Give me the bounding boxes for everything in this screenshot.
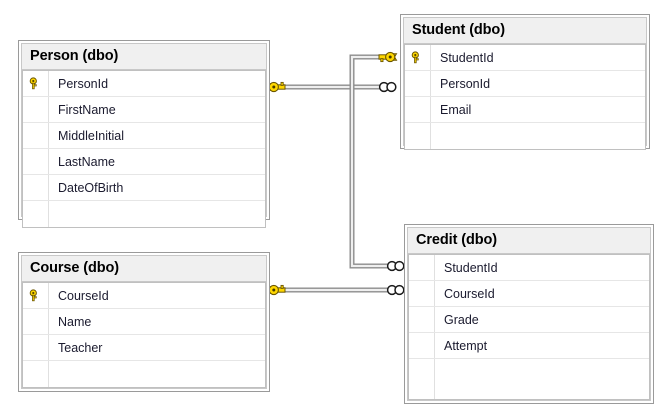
row-gutter <box>23 283 49 308</box>
row-gutter <box>409 281 435 306</box>
row-gutter <box>409 359 435 399</box>
row-gutter <box>23 201 49 227</box>
row-gutter <box>23 97 49 122</box>
column-name: PersonId <box>440 76 491 91</box>
column-name: Email <box>440 102 472 117</box>
entity-header-credit: Credit (dbo) <box>408 228 650 254</box>
row-gutter <box>23 361 49 387</box>
infinity-icon-course-credit <box>386 284 405 296</box>
entity-header-student: Student (dbo) <box>404 18 646 44</box>
entity-columns-course: CourseId Name Teacher <box>22 282 266 388</box>
column-name: DateOfBirth <box>58 180 124 195</box>
entity-header-course: Course (dbo) <box>22 256 266 282</box>
entity-header-person: Person (dbo) <box>22 44 266 70</box>
table-row[interactable]: CourseId <box>409 281 649 307</box>
row-gutter <box>405 97 431 122</box>
row-gutter <box>23 335 49 360</box>
entity-table-student[interactable]: Student (dbo) StudentId Per <box>400 14 650 150</box>
empty-row[interactable] <box>23 361 265 387</box>
entity-inner: Person (dbo) PersonId First <box>21 43 267 228</box>
table-row[interactable]: CourseId <box>23 283 265 309</box>
table-row[interactable]: FirstName <box>23 97 265 123</box>
row-gutter <box>405 45 431 70</box>
key-icon <box>411 51 419 64</box>
column-name: Name <box>58 314 92 329</box>
column-name: StudentId <box>444 260 498 275</box>
table-row[interactable]: DateOfBirth <box>23 175 265 201</box>
entity-table-course[interactable]: Course (dbo) CourseId Name <box>18 252 270 392</box>
column-name: Attempt <box>444 338 488 353</box>
entity-table-person[interactable]: Person (dbo) PersonId First <box>18 40 270 228</box>
row-gutter <box>23 175 49 200</box>
key-icon-person-student <box>266 81 286 93</box>
row-gutter <box>23 123 49 148</box>
entity-columns-student: StudentId PersonId Email <box>404 44 646 150</box>
row-gutter <box>409 255 435 280</box>
column-name: MiddleInitial <box>58 128 125 143</box>
key-icon <box>29 289 37 302</box>
column-name: CourseId <box>58 288 109 303</box>
row-gutter <box>405 123 431 149</box>
column-name: Grade <box>444 312 479 327</box>
entity-columns-person: PersonId FirstName MiddleInitial LastNam… <box>22 70 266 228</box>
empty-row[interactable] <box>409 359 649 399</box>
table-row[interactable]: Attempt <box>409 333 649 359</box>
table-row[interactable]: StudentId <box>409 255 649 281</box>
row-gutter <box>409 307 435 332</box>
column-name: LastName <box>58 154 115 169</box>
empty-row[interactable] <box>405 123 645 149</box>
column-name: StudentId <box>440 50 494 65</box>
key-icon-student-credit <box>378 51 398 63</box>
column-name: Teacher <box>58 340 103 355</box>
entity-table-credit[interactable]: Credit (dbo) StudentId CourseId Grade At… <box>404 224 654 404</box>
table-row[interactable]: PersonId <box>405 71 645 97</box>
row-gutter <box>23 71 49 96</box>
relationship-course-credit[interactable] <box>266 284 405 296</box>
row-gutter <box>409 333 435 358</box>
empty-row[interactable] <box>23 201 265 227</box>
infinity-icon-student-credit <box>386 260 405 272</box>
table-row[interactable]: LastName <box>23 149 265 175</box>
column-name: PersonId <box>58 76 109 91</box>
table-row[interactable]: Grade <box>409 307 649 333</box>
entity-inner: Course (dbo) CourseId Name <box>21 255 267 389</box>
row-gutter <box>23 309 49 334</box>
table-row[interactable]: StudentId <box>405 45 645 71</box>
column-name: CourseId <box>444 286 495 301</box>
row-gutter <box>405 71 431 96</box>
relationship-person-student[interactable] <box>266 81 397 93</box>
table-row[interactable]: Name <box>23 309 265 335</box>
row-gutter <box>23 149 49 174</box>
table-row[interactable]: Email <box>405 97 645 123</box>
key-icon-course-credit <box>266 284 286 296</box>
table-row[interactable]: MiddleInitial <box>23 123 265 149</box>
key-icon <box>29 77 37 90</box>
entity-columns-credit: StudentId CourseId Grade Attempt <box>408 254 650 400</box>
relationship-student-credit[interactable] <box>349 51 405 272</box>
table-row[interactable]: PersonId <box>23 71 265 97</box>
entity-inner: Credit (dbo) StudentId CourseId Grade At… <box>407 227 651 401</box>
entity-inner: Student (dbo) StudentId Per <box>403 17 647 150</box>
column-name: FirstName <box>58 102 116 117</box>
infinity-icon-person-student <box>378 81 397 93</box>
table-row[interactable]: Teacher <box>23 335 265 361</box>
